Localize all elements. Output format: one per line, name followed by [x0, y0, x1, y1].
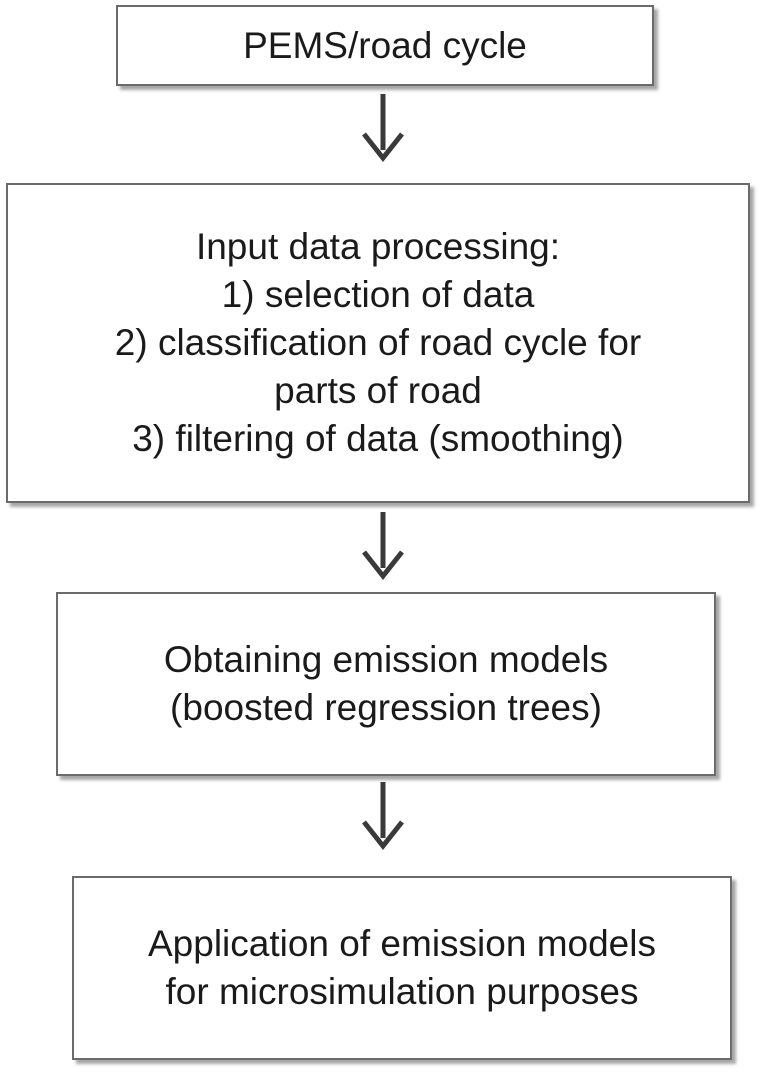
step-2-line-4: parts of road: [274, 370, 482, 411]
step-2-line-1: Input data processing:: [195, 226, 561, 267]
step-input-data-processing-box: Input data processing: 1) selection of d…: [6, 183, 750, 503]
step-3-line-1: Obtaining emission models: [163, 639, 609, 680]
step-pems-road-cycle-box: PEMS/road cycle: [116, 5, 654, 86]
step-2-line-5: 3) filtering of data (smoothing): [132, 418, 624, 459]
arrow-down-icon: [362, 512, 404, 581]
step-2-line-3: 2) classification of road cycle for: [114, 322, 642, 363]
arrow-down-icon: [362, 94, 404, 163]
step-1-line-1: PEMS/road cycle: [243, 24, 527, 66]
step-3-line-2: (boosted regression trees): [170, 687, 602, 728]
step-4-line-1: Application of emission models: [148, 923, 656, 964]
step-application-of-emission-models-box: Application of emission models for micro…: [72, 876, 732, 1060]
step-obtaining-emission-models-box: Obtaining emission models (boosted regre…: [56, 592, 716, 776]
step-4-line-2: for microsimulation purposes: [165, 971, 639, 1012]
step-2-line-2: 1) selection of data: [221, 274, 535, 315]
arrow-down-icon: [362, 782, 404, 851]
